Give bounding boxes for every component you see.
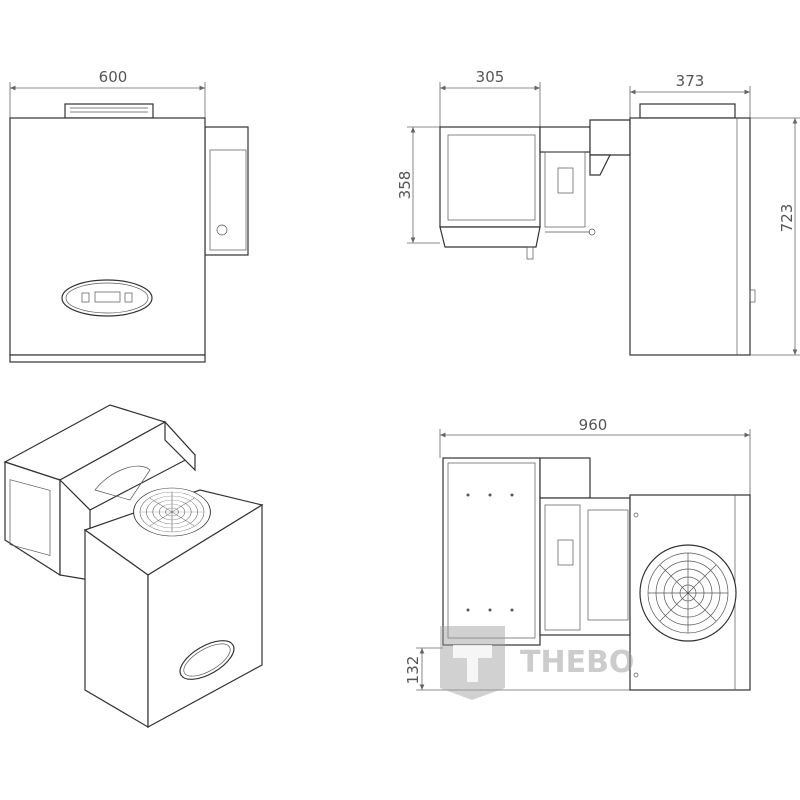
iso-control-panel [179,640,235,680]
dim-front-width: 600 [99,68,128,86]
dim-side-unit-height: 723 [778,204,796,233]
thebo-watermark-logo: THEBO [440,626,634,700]
watermark-brand: THEBO [520,645,634,680]
dim-side-unit-width: 373 [676,72,705,90]
dim-side-box-width: 305 [476,68,505,86]
top-view: 960 132 [404,416,751,691]
dim-side-box-height: 358 [396,171,414,200]
dim-top-offset: 132 [404,656,422,685]
front-view: 600 [9,68,249,363]
control-panel-oval [61,279,153,317]
side-view: 305 373 358 723 [396,68,800,356]
dim-top-total-width: 960 [579,416,608,434]
isometric-view [3,404,264,729]
